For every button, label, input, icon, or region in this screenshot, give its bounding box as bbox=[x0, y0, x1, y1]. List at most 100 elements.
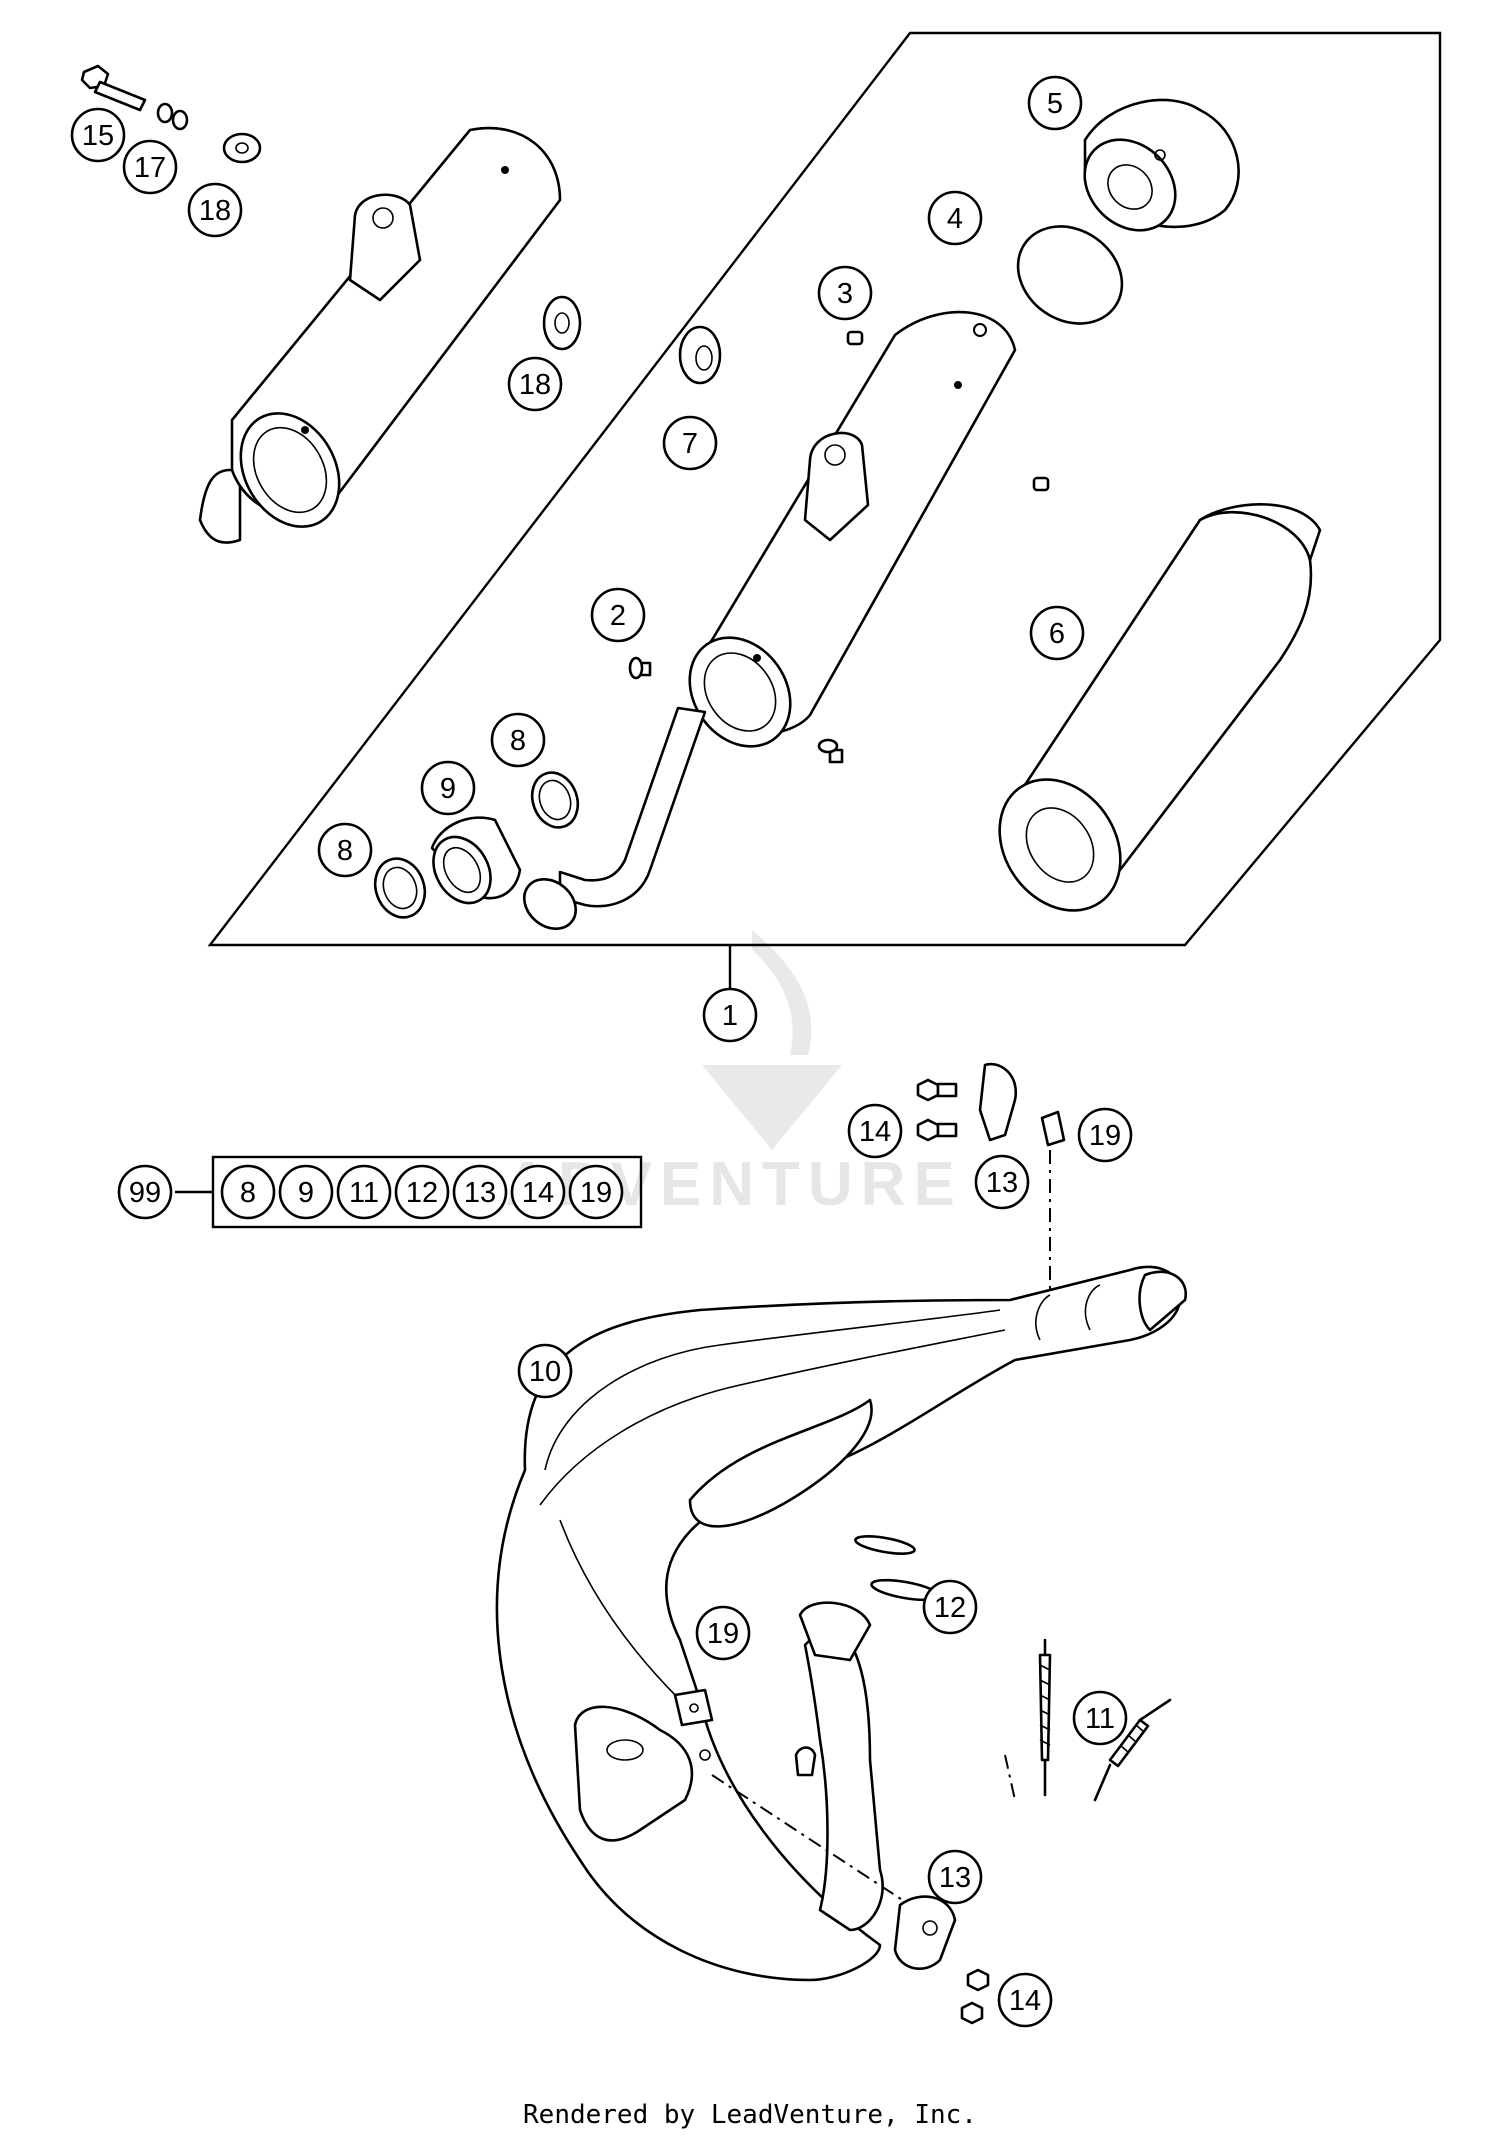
callout-9: 9 bbox=[420, 760, 476, 816]
callout-99: 99 bbox=[117, 1164, 173, 1220]
spring-hook-lower bbox=[794, 1746, 817, 1777]
callout-label: 14 bbox=[1009, 1985, 1041, 2017]
rivet-3 bbox=[846, 330, 1050, 492]
callout-circle bbox=[817, 265, 873, 321]
callout-label: 4 bbox=[947, 203, 963, 235]
callout-8a: 8 bbox=[490, 712, 546, 768]
kit-item-label: 19 bbox=[580, 1177, 612, 1209]
clamp-leader-lower bbox=[711, 1774, 911, 1906]
kit-item-13: 13 bbox=[452, 1164, 508, 1220]
callout-label: 17 bbox=[134, 152, 166, 184]
callout-label: 13 bbox=[986, 1167, 1018, 1199]
kit-item-19: 19 bbox=[568, 1164, 624, 1220]
callout-label: 15 bbox=[82, 120, 114, 152]
callout-18b: 18 bbox=[507, 356, 563, 412]
callout-3: 3 bbox=[817, 265, 873, 321]
kit-item-label: 12 bbox=[406, 1177, 438, 1209]
callout-circle bbox=[517, 1343, 573, 1399]
clip-19a bbox=[1040, 1110, 1066, 1147]
callout-circle bbox=[317, 822, 373, 878]
callout-13b: 13 bbox=[927, 1849, 983, 1905]
callout-label: 10 bbox=[529, 1356, 561, 1388]
kit-item-9: 9 bbox=[278, 1164, 334, 1220]
callout-12: 12 bbox=[922, 1579, 978, 1635]
callout-5: 5 bbox=[1027, 75, 1083, 131]
kit-item-circle bbox=[336, 1164, 392, 1220]
rivet-2 bbox=[628, 656, 652, 680]
callout-label: 8 bbox=[337, 835, 353, 867]
callout-circle bbox=[187, 182, 243, 238]
callout-label: 9 bbox=[440, 773, 456, 805]
callout-label: 1 bbox=[722, 1000, 738, 1032]
seal-rings-12 bbox=[854, 1535, 940, 1602]
callout-label: 14 bbox=[859, 1116, 891, 1148]
rivet-2b bbox=[817, 738, 844, 764]
callout-6: 6 bbox=[1029, 605, 1085, 661]
kit-item-circle bbox=[220, 1164, 276, 1220]
callout-circle bbox=[695, 1605, 751, 1661]
kit-item-12: 12 bbox=[394, 1164, 450, 1220]
kit-item-label: 9 bbox=[298, 1177, 314, 1209]
kit-item-circle bbox=[394, 1164, 450, 1220]
callout-label: 3 bbox=[837, 278, 853, 310]
sleeve-9 bbox=[430, 816, 522, 905]
callout-label: 2 bbox=[610, 600, 626, 632]
callout-label: 99 bbox=[129, 1177, 161, 1209]
callout-19a: 19 bbox=[1077, 1107, 1133, 1163]
callout-circle bbox=[70, 107, 126, 163]
callout-circle bbox=[1072, 1690, 1128, 1746]
callout-circle bbox=[122, 139, 178, 195]
kit-item-circle bbox=[452, 1164, 508, 1220]
bolt-15 bbox=[80, 64, 147, 112]
callout-circle bbox=[927, 190, 983, 246]
callout-18a: 18 bbox=[187, 182, 243, 238]
clamp-13b bbox=[893, 1895, 957, 1970]
grommet-18b bbox=[542, 295, 582, 351]
callout-14a: 14 bbox=[847, 1103, 903, 1159]
ring-8a bbox=[530, 771, 580, 829]
callout-label: 19 bbox=[707, 1618, 739, 1650]
callout-circle bbox=[490, 712, 546, 768]
springs-11 bbox=[1038, 1638, 1172, 1802]
assembly-outline bbox=[207, 31, 1442, 947]
callout-10: 10 bbox=[517, 1343, 573, 1399]
callout-14b: 14 bbox=[997, 1972, 1053, 2028]
callout-circle bbox=[507, 356, 563, 412]
kit-item-label: 14 bbox=[522, 1177, 554, 1209]
spring-axis bbox=[1004, 1754, 1016, 1801]
link-pipe bbox=[523, 706, 707, 930]
kit-item-11: 11 bbox=[336, 1164, 392, 1220]
callout-label: 19 bbox=[1089, 1120, 1121, 1152]
footer-credit: Rendered by LeadVenture, Inc. bbox=[523, 2100, 977, 2130]
callout-circle bbox=[927, 1849, 983, 1905]
callout-label: 7 bbox=[682, 428, 698, 460]
callout-circle bbox=[974, 1154, 1030, 1210]
callout-15: 15 bbox=[70, 107, 126, 163]
grommet-18a bbox=[222, 132, 262, 164]
callout-1: 1 bbox=[702, 987, 758, 1043]
kit-item-14: 14 bbox=[510, 1164, 566, 1220]
ring-8b bbox=[373, 857, 427, 919]
callout-13a: 13 bbox=[974, 1154, 1030, 1210]
o-ring-4 bbox=[1016, 225, 1124, 325]
clip-19b bbox=[673, 1688, 714, 1727]
kit-item-circle bbox=[568, 1164, 624, 1220]
callout-label: 13 bbox=[939, 1862, 971, 1894]
callout-circle bbox=[590, 587, 646, 643]
callout-label: 8 bbox=[510, 725, 526, 757]
silencer-reference bbox=[198, 126, 562, 544]
kit-item-label: 11 bbox=[349, 1177, 379, 1209]
washers-17 bbox=[156, 102, 189, 131]
bolts-14a bbox=[916, 1078, 958, 1142]
mount-bracket bbox=[573, 1705, 711, 1842]
pipe-bend bbox=[798, 1601, 884, 1932]
callout-7: 7 bbox=[662, 415, 718, 471]
callout-11: 11 bbox=[1072, 1690, 1128, 1746]
callout-circle bbox=[1027, 75, 1083, 131]
callout-label: 5 bbox=[1047, 88, 1063, 120]
bolts-14b bbox=[960, 1968, 990, 2025]
kit-item-8: 8 bbox=[220, 1164, 276, 1220]
grommet-7 bbox=[678, 325, 722, 385]
